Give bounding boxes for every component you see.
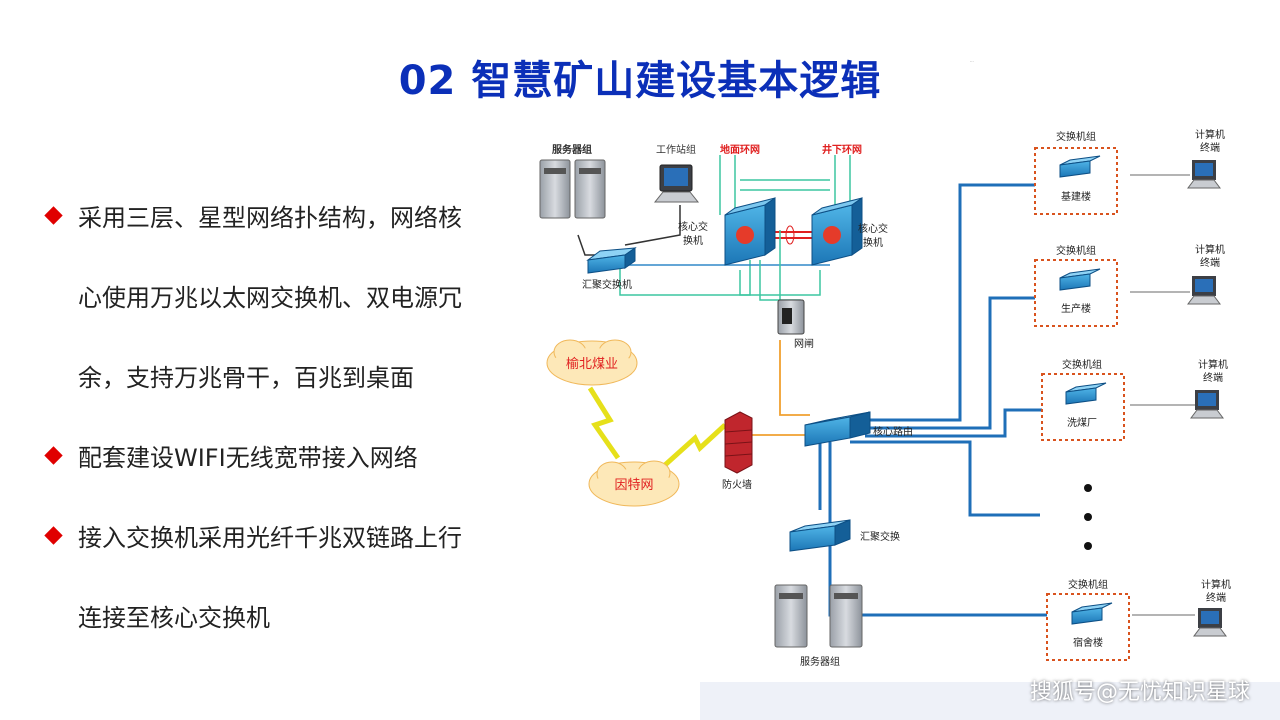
core-switch-label: 换机 — [863, 236, 883, 249]
bullet-text: 连接至核心交换机 — [78, 604, 270, 632]
core-switch-label: 核心交 — [858, 222, 888, 235]
building-dormitory: 交换机组 宿舍楼 计算机 终端 — [1046, 578, 1231, 661]
building-label: 宿舍楼 — [1073, 636, 1103, 649]
bullet-list: 采用三层、星型网络扑结构，网络核 心使用万兆以太网交换机、双电源冗 余，支持万兆… — [44, 178, 524, 658]
server-group-top: 服务器组 — [539, 143, 606, 219]
aggregation-switch-top: 汇聚交换机 — [582, 247, 637, 291]
internet-cloud: 因特网 — [588, 460, 680, 507]
bullet-text: 接入交换机采用光纤千兆双链路上行 — [78, 524, 462, 552]
external-links — [752, 340, 810, 436]
firewall-device: 防火墙 — [722, 411, 753, 491]
aggregation-switch-label: 汇聚交换 — [860, 530, 900, 543]
terminal-label: 终端 — [1200, 141, 1220, 154]
yubei-coal-cloud: 榆北煤业 — [546, 339, 638, 386]
terminal-label: 计算机 — [1195, 243, 1225, 256]
bullet-item: 采用三层、星型网络扑结构，网络核 心使用万兆以太网交换机、双电源冗 余，支持万兆… — [44, 178, 524, 418]
building-label: 基建楼 — [1061, 190, 1091, 203]
core-router: 核心路由 — [804, 411, 913, 447]
yubei-coal-label: 榆北煤业 — [566, 357, 618, 372]
more-dot — [1084, 484, 1092, 492]
core-switch-right: 核心交 换机 — [811, 197, 888, 266]
ground-ring-label: 地面环网 — [720, 143, 760, 156]
bullet-item: 接入交换机采用光纤千兆双链路上行 连接至核心交换机 — [44, 498, 524, 658]
bullet-text: 心使用万兆以太网交换机、双电源冗 — [78, 284, 462, 312]
bullet-item: 配套建设WIFI无线宽带接入网络 — [44, 418, 524, 498]
switch-group-label: 交换机组 — [1068, 578, 1108, 591]
more-dot — [1084, 542, 1092, 550]
aggregation-switch-label: 汇聚交换机 — [582, 278, 632, 291]
ring-network-lines — [577, 155, 851, 325]
backbone-links — [818, 183, 1047, 617]
workstation-group: 工作站组 — [653, 143, 700, 203]
server-group-label: 服务器组 — [552, 143, 592, 156]
bullet-text: 余，支持万兆骨干，百兆到桌面 — [78, 364, 414, 392]
building-production: 交换机组 生产楼 计算机 终端 — [1034, 243, 1225, 327]
aggregation-switch-bottom: 汇聚交换 — [789, 519, 900, 552]
terminal-label: 终端 — [1203, 371, 1223, 384]
building-label: 洗煤厂 — [1067, 416, 1097, 429]
server-group-bottom: 服务器组 — [774, 584, 863, 668]
switch-group-label: 交换机组 — [1056, 130, 1096, 143]
firewall-label: 防火墙 — [722, 478, 752, 491]
terminal-links — [1130, 174, 1195, 616]
core-router-label: 核心路由 — [873, 425, 913, 438]
bullet-text: 采用三层、星型网络扑结构，网络核 — [78, 204, 462, 232]
more-dot — [1084, 513, 1092, 521]
terminal-label: 计算机 — [1198, 358, 1228, 371]
terminal-label: 终端 — [1206, 591, 1226, 604]
workstation-group-label: 工作站组 — [656, 143, 696, 156]
slide-title: 02 智慧矿山建设基本逻辑 — [398, 58, 882, 104]
core-switch-left: 核心交 换机 — [678, 197, 776, 266]
diamond-bullet-icon — [44, 526, 63, 545]
server-group-label: 服务器组 — [800, 655, 840, 668]
terminal-label: 计算机 — [1201, 578, 1231, 591]
watermark: 搜狐号@无忧知识星球 — [1029, 680, 1250, 705]
diamond-bullet-icon — [44, 446, 63, 465]
terminal-label: 计算机 — [1195, 128, 1225, 141]
wireless-link-icon — [663, 423, 727, 467]
core-switch-label: 核心交 — [678, 220, 708, 233]
link-aggregation-marker — [785, 225, 795, 245]
network-diagram: 服务器组 工作站组 地面环网 井下环网 核心交 换机 核心交 换机 汇聚交换机 — [539, 128, 1231, 668]
switch-group-label: 交换机组 — [1056, 244, 1096, 257]
core-switch-label: 换机 — [683, 234, 703, 247]
building-coal-washing: 交换机组 洗煤厂 计算机 终端 — [1041, 358, 1228, 441]
gateway-label: 网闸 — [794, 337, 814, 350]
tiny-note: ... — [970, 58, 974, 63]
terminal-label: 终端 — [1200, 256, 1220, 269]
bullet-text: 配套建设WIFI无线宽带接入网络 — [78, 444, 418, 472]
wireless-link-icon — [587, 386, 621, 460]
diamond-bullet-icon — [44, 206, 63, 225]
underground-ring-label: 井下环网 — [822, 143, 862, 156]
switch-group-label: 交换机组 — [1062, 358, 1102, 371]
gateway-device: 网闸 — [777, 299, 814, 350]
footer-stripe — [700, 682, 1280, 720]
internet-label: 因特网 — [614, 478, 653, 493]
building-basic-construction: 交换机组 基建楼 计算机 终端 — [1034, 128, 1225, 215]
building-label: 生产楼 — [1061, 302, 1091, 315]
